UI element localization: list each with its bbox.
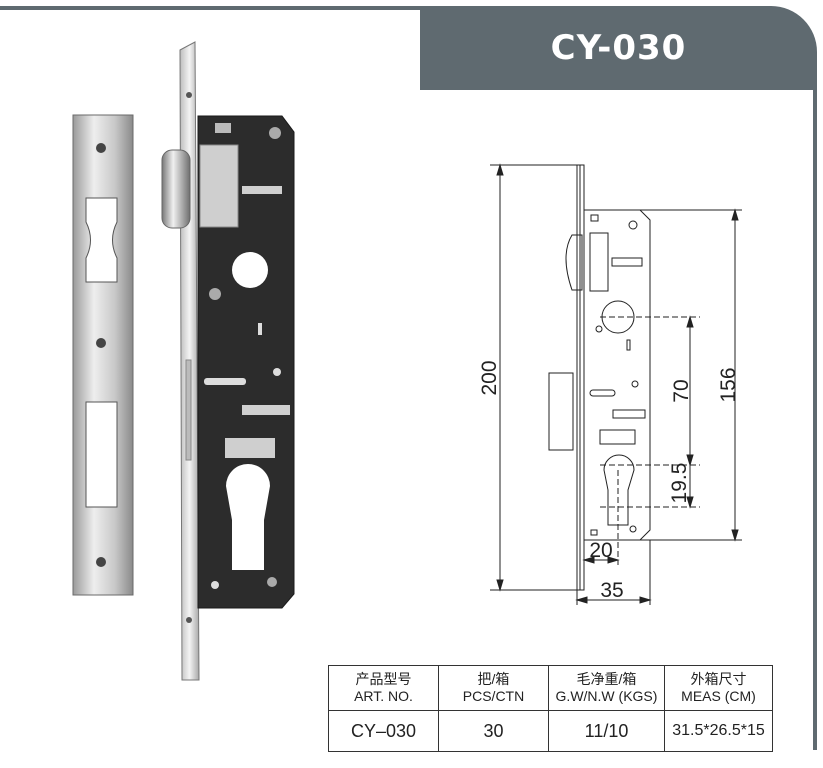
cell-weight: 11/10: [548, 710, 665, 752]
lock-body: [197, 115, 295, 609]
label-overall-height: 200: [478, 360, 501, 395]
label-body-height: 156: [717, 367, 740, 402]
right-frame-line: [813, 90, 817, 750]
dim-cylinder: [600, 465, 700, 509]
label-cylinder: 19.5: [668, 463, 691, 504]
title-banner: CY-030: [420, 6, 817, 90]
top-frame-line: [0, 6, 420, 10]
drawing-lock-body: [548, 209, 651, 541]
strike-plate: [72, 114, 134, 596]
dim-body-height: [640, 208, 742, 542]
label-backset: 20: [589, 539, 612, 562]
dim-backset: [582, 470, 620, 565]
technical-drawing: 200 156 70 19.5 20 35: [478, 163, 742, 605]
latch-roller: [161, 149, 191, 229]
table-row: CY–030 30 11/10 31.5*26.5*15: [328, 710, 773, 752]
cell-meas: 31.5*26.5*15: [664, 710, 773, 752]
product-photo: [72, 41, 295, 681]
dim-depth: [575, 540, 652, 605]
label-depth: 35: [600, 579, 623, 602]
product-title: CY-030: [550, 28, 687, 68]
label-center-distance: 70: [670, 379, 693, 402]
drawing-faceplate: [576, 164, 585, 591]
dim-center-distance: [600, 315, 700, 467]
cell-pcs: 30: [438, 710, 549, 752]
cell-art-no: CY–030: [328, 710, 439, 752]
dim-overall-height: [490, 163, 577, 592]
